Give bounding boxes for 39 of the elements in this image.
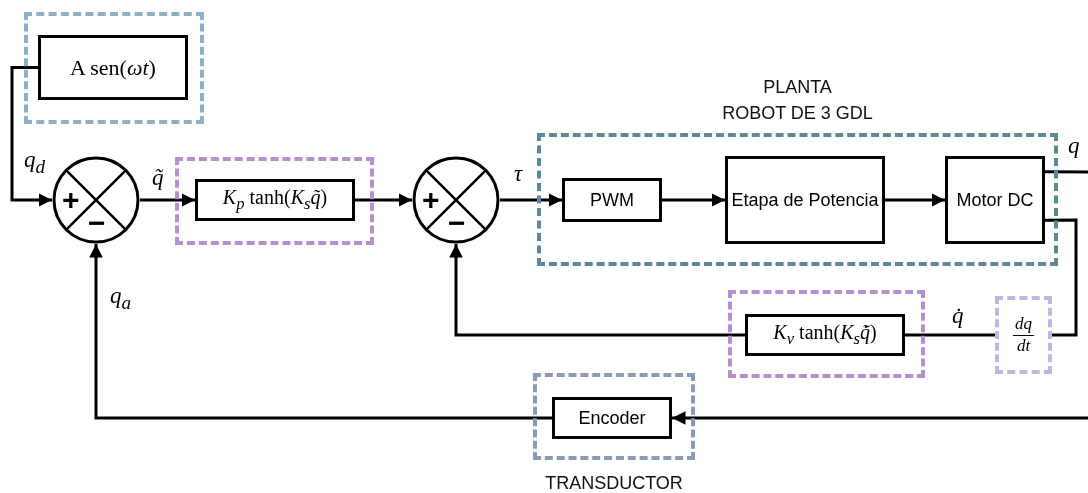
numerator: dq <box>1013 314 1034 336</box>
formula-text: A sen(ωt) <box>70 54 156 81</box>
arrow <box>500 193 562 207</box>
group-title: TRANSDUCTOR <box>545 473 683 493</box>
block-label: PWM <box>590 189 634 211</box>
block-box <box>945 156 1045 244</box>
minus-sign: − <box>88 208 106 238</box>
summing-junction <box>412 156 500 244</box>
edge-label: q̃ <box>150 166 166 189</box>
arrow <box>89 244 552 420</box>
formula-text: K$_{v}$ tanh(K$_{s}$q̇̃) <box>773 321 877 349</box>
arrow <box>355 193 412 207</box>
block-box <box>745 314 905 356</box>
arrow <box>662 193 725 207</box>
arrow <box>885 193 945 207</box>
signal-line <box>1045 170 1088 174</box>
block-box <box>562 178 662 222</box>
plus-sign: + <box>422 185 440 215</box>
denominator: dt <box>1016 335 1031 356</box>
block-box <box>38 35 188 100</box>
block-label: Motor DC <box>956 189 1034 211</box>
block-box <box>552 397 672 439</box>
block-box <box>725 156 885 244</box>
arrow <box>449 244 745 337</box>
block-box <box>195 179 355 221</box>
arrow <box>672 411 1088 425</box>
block-label: Encoder <box>578 407 646 429</box>
arrow <box>10 66 52 207</box>
summing-junction <box>52 156 140 244</box>
signal-line <box>1045 218 1078 337</box>
formula-text: K$_{p}$ tanh(K$_{s}$q̃) <box>222 186 328 214</box>
plus-sign: + <box>62 185 80 215</box>
signal-line <box>905 333 995 337</box>
arrow <box>140 193 195 207</box>
group-title: PLANTA <box>763 76 832 99</box>
block-label: Etapa de Potencia <box>731 189 879 211</box>
derivative-box <box>995 296 1052 374</box>
group-title: ROBOT DE 3 GDL <box>722 102 873 125</box>
minus-sign: − <box>448 208 466 238</box>
